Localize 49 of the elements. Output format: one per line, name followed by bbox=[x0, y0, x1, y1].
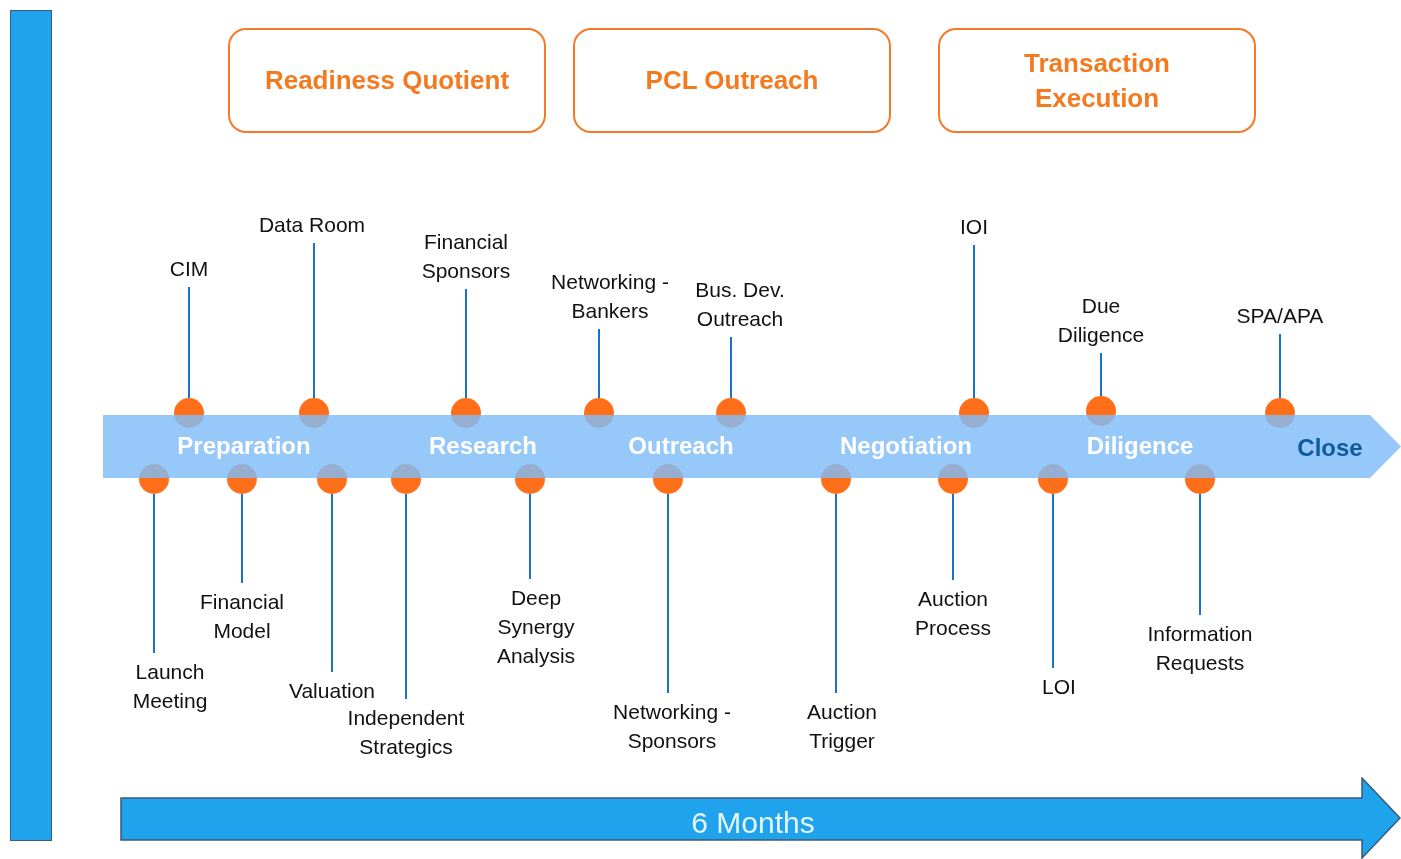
milestone-label: Information Requests bbox=[1135, 619, 1265, 677]
milestone-label: LOI bbox=[1029, 672, 1089, 701]
milestone-label: Networking - Sponsors bbox=[597, 697, 747, 755]
milestone-label: Bus. Dev. Outreach bbox=[685, 275, 795, 333]
milestone-label: SPA/APA bbox=[1225, 301, 1335, 330]
milestone-label: Financial Sponsors bbox=[411, 227, 521, 285]
milestone-label: Auction Process bbox=[903, 584, 1003, 642]
phase-label: Preparation bbox=[177, 431, 311, 461]
leader-line bbox=[331, 493, 333, 673]
milestone-label: Due Diligence bbox=[1046, 291, 1156, 349]
leader-line bbox=[1100, 352, 1102, 397]
duration-label: 6 Months bbox=[690, 806, 816, 840]
phase-label: Negotiation bbox=[840, 431, 972, 461]
leader-line bbox=[529, 493, 531, 580]
phase-label: Research bbox=[428, 431, 538, 461]
milestone-label: Deep Synergy Analysis bbox=[486, 583, 586, 670]
leader-line bbox=[241, 493, 243, 584]
milestone-label: Valuation bbox=[272, 676, 392, 705]
phase-box: Transaction Execution bbox=[938, 28, 1256, 133]
leader-line bbox=[1279, 333, 1281, 399]
leader-line bbox=[188, 286, 190, 399]
leader-line bbox=[598, 328, 600, 399]
leader-line bbox=[952, 493, 954, 581]
leader-line bbox=[153, 493, 155, 654]
leader-line bbox=[973, 244, 975, 399]
phase-box: Readiness Quotient bbox=[228, 28, 546, 133]
leader-line bbox=[1199, 493, 1201, 616]
leader-line bbox=[667, 493, 669, 694]
milestone-label: Data Room bbox=[242, 210, 382, 239]
side-bar bbox=[10, 10, 52, 841]
leader-line bbox=[313, 242, 315, 399]
duration-arrow bbox=[120, 777, 1401, 859]
leader-line bbox=[835, 493, 837, 694]
phase-label: Close bbox=[1297, 433, 1363, 463]
leader-line bbox=[405, 493, 407, 700]
milestone-label: Financial Model bbox=[182, 587, 302, 645]
milestone-label: CIM bbox=[149, 254, 229, 283]
milestone-label: Networking - Bankers bbox=[551, 267, 669, 325]
leader-line bbox=[730, 336, 732, 399]
leader-line bbox=[1052, 493, 1054, 669]
phase-label: Outreach bbox=[628, 431, 734, 461]
milestone-label: IOI bbox=[944, 212, 1004, 241]
milestone-label: Launch Meeting bbox=[110, 657, 230, 715]
phase-label: Diligence bbox=[1086, 431, 1194, 461]
leader-line bbox=[465, 288, 467, 399]
phase-box: PCL Outreach bbox=[573, 28, 891, 133]
timeline-band bbox=[103, 415, 1401, 478]
milestone-label: Auction Trigger bbox=[792, 697, 892, 755]
milestone-label: Independent Strategics bbox=[331, 703, 481, 761]
